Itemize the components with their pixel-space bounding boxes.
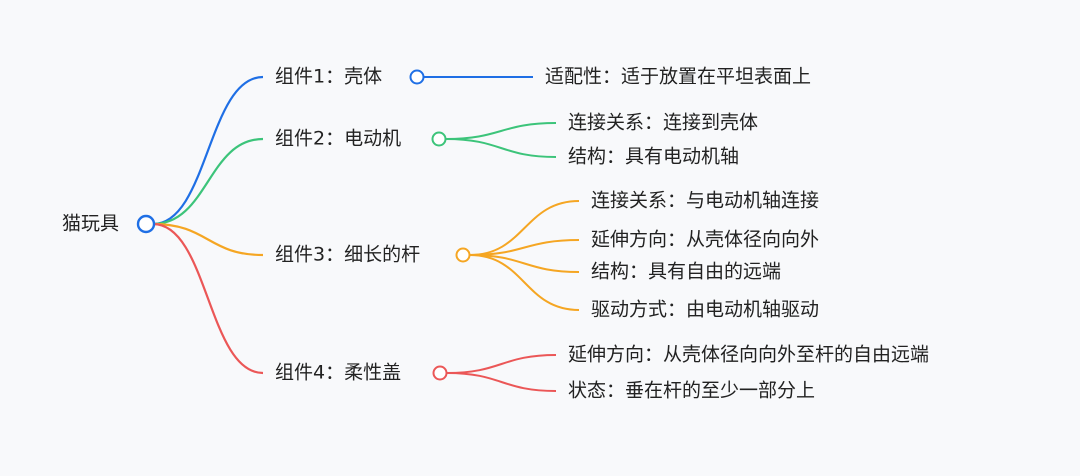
leaf-connector [469,254,580,273]
branch-node-label[interactable]: 组件1：壳体 [275,66,382,88]
leaf-connector [446,372,557,392]
collapse-toggle-icon[interactable] [455,247,471,263]
leaf-node-label[interactable]: 驱动方式：由电动机轴驱动 [591,299,819,321]
branch-connector [152,222,264,375]
leaf-connector [445,122,557,140]
branch-connector [152,137,264,226]
branch-node-label[interactable]: 组件3：细长的杆 [275,244,420,266]
leaf-node-label[interactable]: 延伸方向：从壳体径向向外 [591,229,819,251]
branch-node-label[interactable]: 组件2：电动机 [275,128,401,150]
leaf-node-label[interactable]: 延伸方向：从壳体径向向外至杆的自由远端 [568,344,929,366]
branch-node-label[interactable]: 组件4：柔性盖 [275,362,401,384]
root-collapse-toggle-icon[interactable] [136,214,156,234]
leaf-connector [469,200,580,256]
leaf-node-label[interactable]: 适配性：适于放置在平坦表面上 [545,66,811,88]
branch-connector [152,222,264,257]
collapse-toggle-icon[interactable] [409,69,425,85]
root-node-label[interactable]: 猫玩具 [62,213,119,235]
collapse-toggle-icon[interactable] [431,131,447,147]
leaf-node-label[interactable]: 连接关系：连接到壳体 [568,112,758,134]
leaf-node-label[interactable]: 连接关系：与电动机轴连接 [591,190,819,212]
leaf-connector [469,254,580,311]
collapse-toggle-icon[interactable] [432,365,448,381]
leaf-node-label[interactable]: 结构：具有电动机轴 [568,146,739,168]
leaf-connector [469,239,580,256]
leaf-connector [446,354,557,374]
leaf-node-label[interactable]: 状态：垂在杆的至少一部分上 [568,380,815,402]
leaf-connector [445,138,557,158]
leaf-node-label[interactable]: 结构：具有自由的远端 [591,261,781,283]
branch-connector [152,75,264,226]
